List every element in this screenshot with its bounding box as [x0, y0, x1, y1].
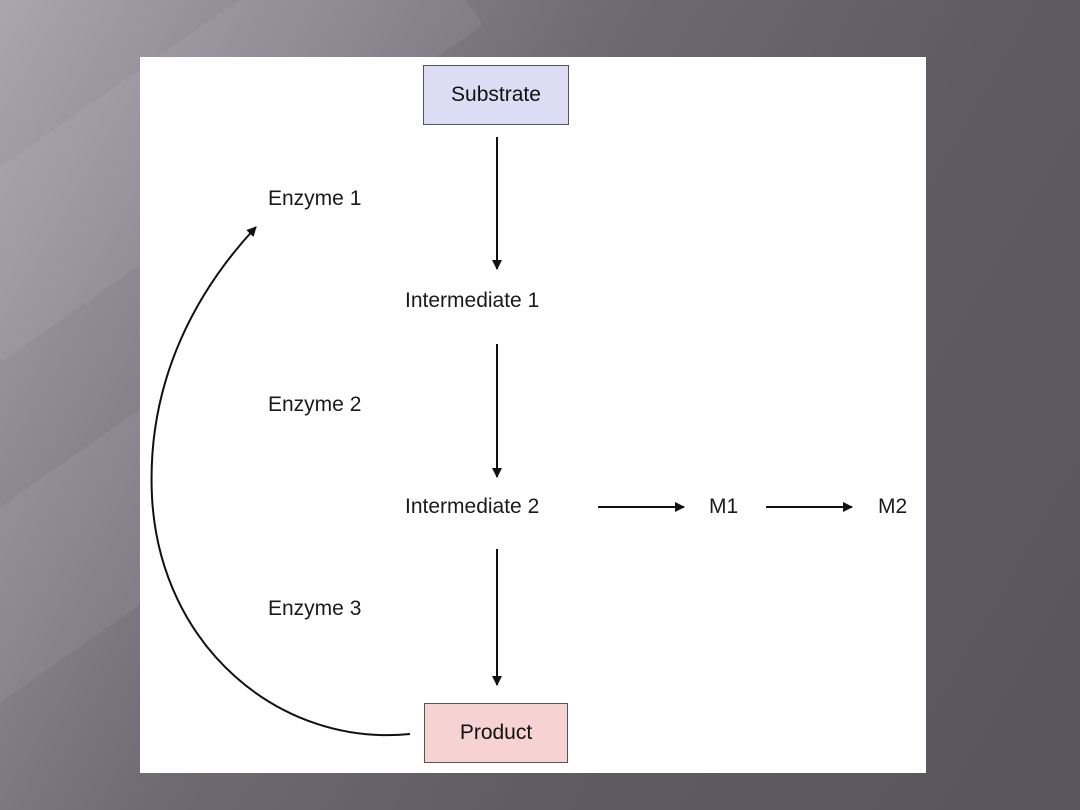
enzyme-1-label: Enzyme 1: [268, 187, 362, 210]
feedback-arrow-product-to-enzyme-1: [150, 226, 411, 737]
substrate-node: Substrate: [423, 65, 569, 125]
diagram-panel: Substrate Enzyme 1 Intermediate 1 Enzyme…: [140, 57, 926, 773]
product-label: Product: [459, 721, 533, 744]
enzyme-3-label: Enzyme 3: [268, 597, 362, 620]
arrows-layer: [150, 137, 853, 737]
intermediate-1-label: Intermediate 1: [405, 289, 540, 312]
enzyme-2-label: Enzyme 2: [268, 393, 362, 416]
substrate-label: Substrate: [451, 83, 541, 106]
intermediate-2-label: Intermediate 2: [405, 495, 540, 518]
product-node: Product: [424, 703, 568, 763]
m2-label: M2: [878, 495, 908, 518]
m1-label: M1: [709, 495, 739, 518]
